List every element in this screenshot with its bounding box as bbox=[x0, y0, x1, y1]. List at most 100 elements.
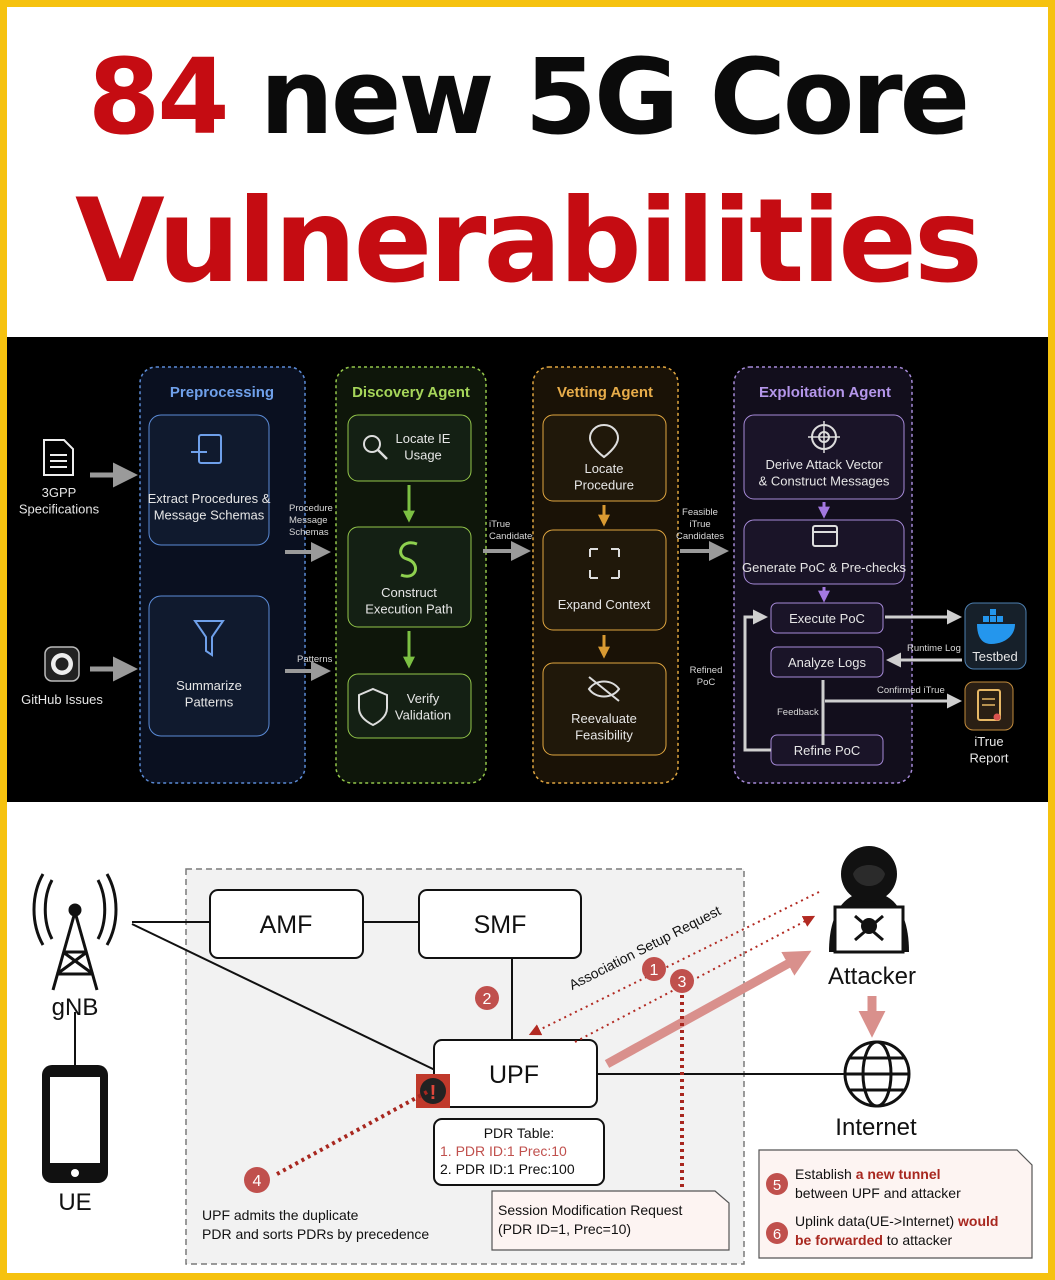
attacker-label: Attacker bbox=[828, 963, 916, 990]
step-badge-4: 4 bbox=[244, 1167, 270, 1193]
globe-icon bbox=[843, 1040, 911, 1108]
amf-node bbox=[209, 889, 364, 959]
pdr-table-title: PDR Table: bbox=[484, 1125, 555, 1141]
smf-node bbox=[418, 889, 582, 959]
pdr-row-2: 2. PDR ID:1 Prec:100 bbox=[440, 1161, 575, 1177]
smf-label: SMF bbox=[474, 911, 527, 939]
vulnerability-count: 84 bbox=[87, 36, 230, 158]
step-badge-1: 1 bbox=[642, 957, 666, 981]
text-line: Validation bbox=[395, 707, 451, 722]
text-line: Patterns bbox=[185, 694, 234, 709]
refine-poc-label: Refine PoC bbox=[794, 743, 860, 758]
headline-text: new 5G Core bbox=[259, 36, 970, 158]
discovery-title: Discovery Agent bbox=[352, 384, 470, 401]
generate-poc-step bbox=[743, 519, 905, 585]
execute-poc-step[interactable] bbox=[770, 602, 884, 634]
text-line: Candidates bbox=[489, 531, 537, 542]
upf-node bbox=[433, 1039, 598, 1108]
reevaluate-step bbox=[542, 662, 667, 756]
analyze-logs-step[interactable] bbox=[770, 646, 884, 678]
headline-line-1: 84 new 5G Core bbox=[7, 37, 1048, 157]
expand-icon bbox=[589, 548, 620, 579]
upf-label: UPF bbox=[489, 1061, 539, 1089]
edge-label-patterns: Patterns bbox=[297, 654, 333, 665]
upf-note-line1: UPF admits the duplicate bbox=[202, 1207, 359, 1223]
text-line: iTrue bbox=[689, 519, 710, 530]
svg-text:2: 2 bbox=[483, 991, 492, 1008]
execute-poc-label: Execute PoC bbox=[789, 611, 865, 626]
path-icon bbox=[399, 541, 418, 578]
analyze-logs-label: Analyze Logs bbox=[788, 655, 867, 670]
vetting-title: Vetting Agent bbox=[557, 384, 653, 401]
edge-label-feedback: Feedback bbox=[777, 707, 819, 718]
text-line: Feasibility bbox=[575, 727, 633, 742]
duplicate-pdr-line bbox=[276, 1090, 428, 1176]
shield-check-icon bbox=[358, 687, 388, 727]
hacker-icon bbox=[829, 846, 909, 954]
note5-line1: Establish a new tunnel bbox=[795, 1166, 941, 1182]
github-label: GitHub Issues bbox=[21, 692, 103, 707]
text-line: & Construct Messages bbox=[759, 473, 890, 488]
smartphone-icon bbox=[42, 1065, 108, 1183]
pdr-row-1: 1. PDR ID:1 Prec:10 bbox=[440, 1143, 567, 1159]
step-badge-2: 2 bbox=[475, 986, 499, 1010]
testbed-label: Testbed bbox=[972, 649, 1018, 664]
step-badge-5: 5 bbox=[766, 1173, 788, 1195]
generate-poc-label: Generate PoC & Pre-checks bbox=[742, 560, 907, 575]
text-line: Report bbox=[969, 750, 1008, 765]
attack-scenario-diagram: AMF SMF UPF ! gNB UE Attacker Int bbox=[7, 802, 1048, 1273]
text-line: Specifications bbox=[19, 501, 100, 516]
edge-label-confirmed-itrue: Confirmed iTrue bbox=[877, 685, 945, 696]
session-mod-line2: (PDR ID=1, Prec=10) bbox=[498, 1221, 631, 1237]
edge-label-runtime-log: Runtime Log bbox=[907, 643, 961, 654]
text-line: Message bbox=[289, 515, 328, 526]
location-pin-icon bbox=[588, 423, 620, 459]
summarize-step bbox=[148, 595, 270, 737]
extract-label: Extract Procedures &Message Schemas bbox=[148, 491, 271, 522]
report-document-icon bbox=[977, 689, 1001, 721]
text-line: Schemas bbox=[289, 527, 329, 538]
magnifier-icon bbox=[363, 435, 388, 460]
svg-text:6: 6 bbox=[773, 1226, 781, 1243]
preprocessing-title: Preprocessing bbox=[170, 384, 274, 401]
pdr-table bbox=[433, 1118, 605, 1186]
exploitation-title: Exploitation Agent bbox=[759, 384, 891, 401]
svg-text:1: 1 bbox=[650, 962, 659, 979]
attack-canvas: AMF SMF UPF ! gNB UE Attacker Int bbox=[32, 846, 1033, 1265]
window-icon bbox=[812, 525, 838, 547]
eye-off-icon bbox=[587, 676, 621, 702]
github-icon bbox=[44, 646, 80, 682]
text-line: Candidates bbox=[676, 531, 724, 542]
step-badge-3: 3 bbox=[670, 969, 694, 993]
gnb-label: gNB bbox=[52, 994, 99, 1021]
verify-validation-step bbox=[347, 673, 472, 739]
expand-context-step bbox=[542, 529, 667, 631]
internet-label: Internet bbox=[835, 1114, 917, 1141]
cell-tower-icon bbox=[32, 873, 118, 991]
text-line: Message Schemas bbox=[154, 507, 265, 522]
derive-attack-step bbox=[743, 414, 905, 500]
text-line: PoC bbox=[697, 677, 716, 688]
headline-line-2: Vulnerabilities bbox=[75, 174, 983, 309]
locate-procedure-step bbox=[542, 414, 667, 502]
specs-document-icon bbox=[43, 439, 74, 476]
result-note bbox=[758, 1149, 1033, 1259]
target-icon bbox=[808, 421, 840, 453]
svg-text:3: 3 bbox=[678, 974, 687, 991]
locate-ie-step bbox=[347, 414, 472, 482]
upf-note-line2: PDR and sorts PDRs by precedence bbox=[202, 1226, 429, 1242]
session-mod-note bbox=[491, 1190, 730, 1251]
